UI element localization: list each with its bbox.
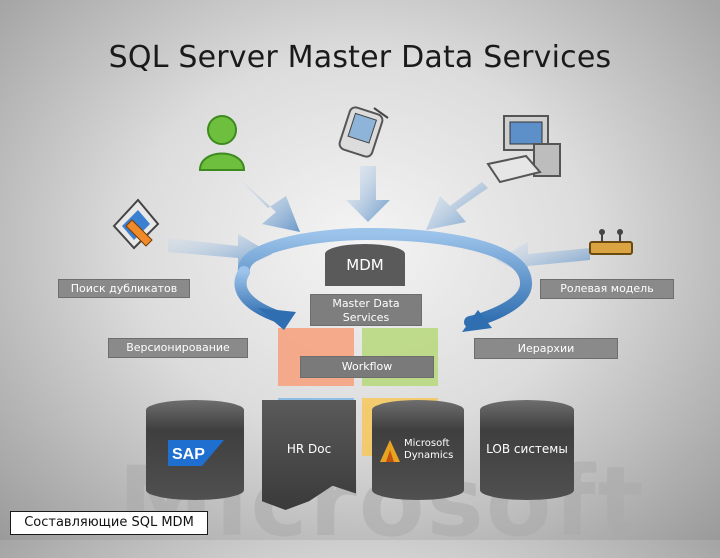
dynamics-logo xyxy=(380,440,400,462)
computer-icon xyxy=(486,115,561,184)
master-data-services-label: Master Data Services xyxy=(310,294,422,326)
sap-logo: SAP xyxy=(168,440,224,466)
label-hierarchy: Иерархии xyxy=(474,338,618,359)
person-icon xyxy=(198,115,246,171)
lob-label: LOB системы xyxy=(486,442,568,456)
label-versioning: Версионирование xyxy=(108,338,248,358)
page-title: SQL Server Master Data Services xyxy=(108,40,612,75)
cycle-ring xyxy=(238,227,532,328)
source-dynamics: Microsoft Dynamics xyxy=(372,400,464,500)
source-sap: SAP xyxy=(146,400,244,500)
hr-doc-label: HR Doc xyxy=(286,442,332,456)
sap-logo-text: SAP xyxy=(172,446,205,463)
pda-icon xyxy=(338,106,389,158)
arrow-from-person xyxy=(238,178,300,232)
workflow-label: Workflow xyxy=(300,356,434,378)
network-device-icon xyxy=(589,229,633,255)
arrow-from-pda xyxy=(346,166,390,222)
source-lob: LOB системы xyxy=(480,400,574,500)
pen-tool-icon xyxy=(112,198,160,250)
label-duplicates: Поиск дубликатов xyxy=(58,279,190,298)
flow-arrows xyxy=(168,166,590,332)
dynamics-label: Microsoft Dynamics xyxy=(404,438,454,461)
mdm-title: MDM xyxy=(325,244,405,286)
label-role-model: Ролевая модель xyxy=(540,279,674,299)
arrow-from-computer xyxy=(426,182,488,230)
components-caption: Составляющие SQL MDM xyxy=(10,511,208,535)
